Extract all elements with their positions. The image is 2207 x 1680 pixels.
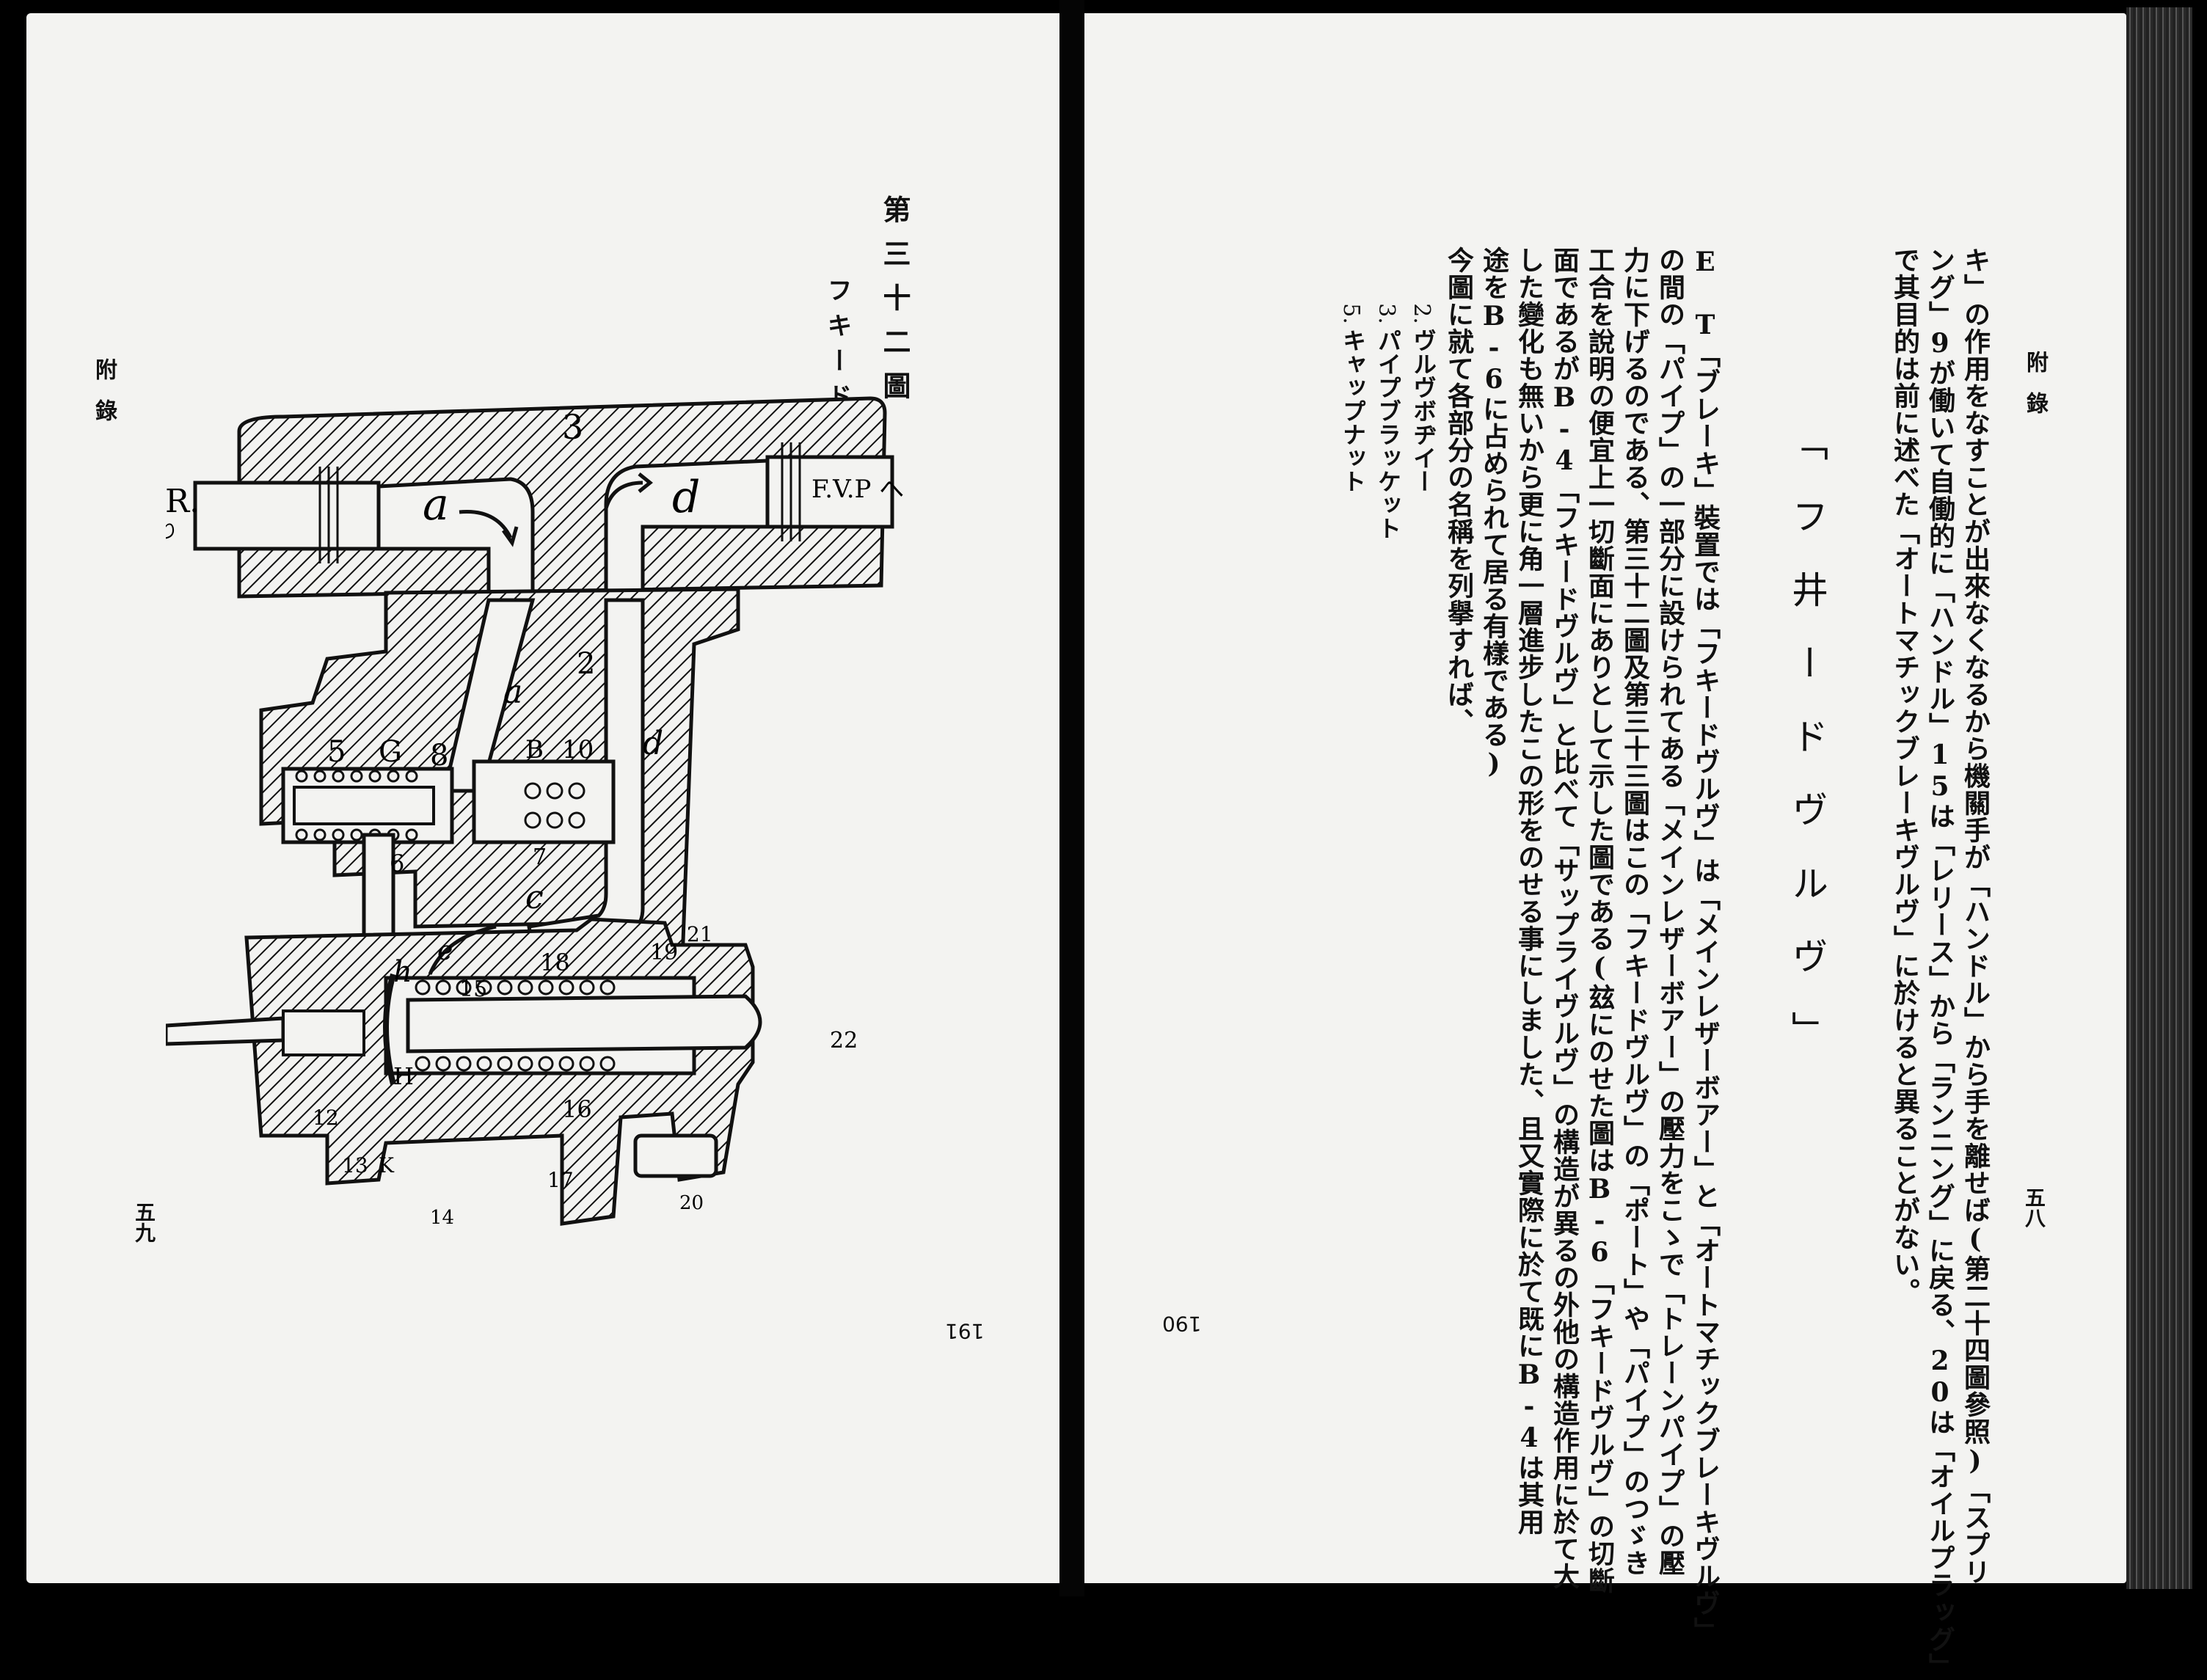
label-3: 3 xyxy=(562,407,583,447)
label-d: d xyxy=(672,472,700,523)
page-number-arabic-left: 191 xyxy=(945,1319,985,1343)
page-number-arabic-right: 190 xyxy=(1162,1312,1202,1336)
paragraph2-line-3: 力に下げるのである、第三十二圖及第三十三圖はこの「フキードヴルヴ」の「ポート」や… xyxy=(1619,246,1650,1577)
label-k: K xyxy=(379,1153,395,1177)
running-head-right: 附錄 xyxy=(2022,351,2048,433)
page-number-kanji-right: 五八 xyxy=(2022,1187,2046,1228)
label-17: 17 xyxy=(547,1168,574,1192)
label-19: 19 xyxy=(650,940,678,965)
label-2: 2 xyxy=(577,647,595,681)
section-title: 「フ井ードヴルヴ」 xyxy=(1786,424,1828,1084)
label-18: 18 xyxy=(540,949,570,976)
label-7: 7 xyxy=(533,844,547,870)
label-h: h xyxy=(393,955,412,989)
label-mr: M.R. xyxy=(166,483,200,520)
label-6: 6 xyxy=(390,850,404,877)
label-mr-sub: より xyxy=(166,521,178,543)
paragraph1-line-1: キ」の作用をなすことが出來なくなるから機關手が「ハンドル」から手を離せば(第二十… xyxy=(1960,246,1991,1585)
page-edges xyxy=(2126,7,2192,1589)
label-21: 21 xyxy=(687,922,713,946)
paragraph2-line-6: した變化も無いから更に角一層進步したこの形をのせる事にしました、且又實際に於て既… xyxy=(1514,246,1544,1535)
label-8: 8 xyxy=(430,739,448,773)
label-10: 10 xyxy=(562,735,594,764)
label-a: a xyxy=(423,479,449,530)
paragraph1-line-2: ング」9が働いて自働的に「ハンドル」15は「レリース」から「ランニング」に戻る、… xyxy=(1925,246,1955,1680)
list-num-3: 5. xyxy=(1338,303,1364,324)
label-16: 16 xyxy=(562,1095,592,1123)
list-item-3: キャップナット xyxy=(1339,329,1367,493)
left-page: 第三十二圖 フキードヴルヴ 附錄 五九 191 xyxy=(26,13,1059,1583)
label-12: 12 xyxy=(313,1106,339,1130)
label-5: 5 xyxy=(327,735,346,769)
label-fvp: F.V.P へ xyxy=(811,475,904,504)
page-number-kanji-left: 五九 xyxy=(132,1202,156,1243)
paragraph2-line-7: 途をB-6に占められて居る有樣である) xyxy=(1478,246,1509,780)
label-14: 14 xyxy=(430,1207,454,1229)
label-g: G xyxy=(379,735,402,769)
label-c: c xyxy=(525,879,544,916)
paragraph3: 今圖に就て各部分の名稱を列擧すれば、 xyxy=(1443,246,1474,735)
paragraph2-line-4: 工合を說明の便宜上一切斷面にありとして示した圖である(玆にのせた圖はB-6「フキ… xyxy=(1584,246,1615,1594)
figure-title: 第三十二圖 xyxy=(878,195,911,415)
label-15: 15 xyxy=(459,976,487,1002)
label-h-cap: H xyxy=(393,1062,414,1090)
feed-valve-diagram: M.R. より F.V.P へ a d 3 2 a d 5 G 8 B 10 6… xyxy=(166,396,904,1229)
paragraph1-line-3: で其目的は前に述べた「オートマチックブレーキヴルヴ」に於けると異ることがない。 xyxy=(1889,246,1920,1305)
paragraph2-line-5: 面であるがB-4「フキードヴルヴ」と比べて「サップライヴルヴ」の構造が異るの外他… xyxy=(1549,246,1580,1590)
label-22: 22 xyxy=(830,1028,858,1053)
list-num-1: 2. xyxy=(1408,303,1434,324)
label-e: e xyxy=(437,936,453,966)
label-b: B xyxy=(525,735,544,764)
label-a-2: a xyxy=(503,673,522,711)
label-20: 20 xyxy=(679,1192,704,1214)
label-13: 13 xyxy=(342,1153,368,1177)
book-gutter xyxy=(1059,0,1084,1596)
list-num-2: 3. xyxy=(1373,303,1399,324)
list-item-1: ヴルヴボヂイー xyxy=(1409,329,1437,493)
list-item-2: パイプブラッケット xyxy=(1374,329,1402,540)
paragraph2-line-2: の間の「パイプ」の一部分に設けられてある「メインレザーボアー」の壓力をこゝで「ト… xyxy=(1655,246,1685,1577)
running-head-left: 附錄 xyxy=(91,358,117,440)
label-d-2: d xyxy=(643,725,663,762)
paragraph2-line-1: E T「ブレーキ」裝置では「フキードヴルヴ」は「メインレザーボアー」と「オートマ… xyxy=(1690,246,1721,1644)
right-page: 附錄 五八 190 キ」の作用をなすことが出來なくなるから機關手が「ハンドル」か… xyxy=(1084,13,2126,1680)
